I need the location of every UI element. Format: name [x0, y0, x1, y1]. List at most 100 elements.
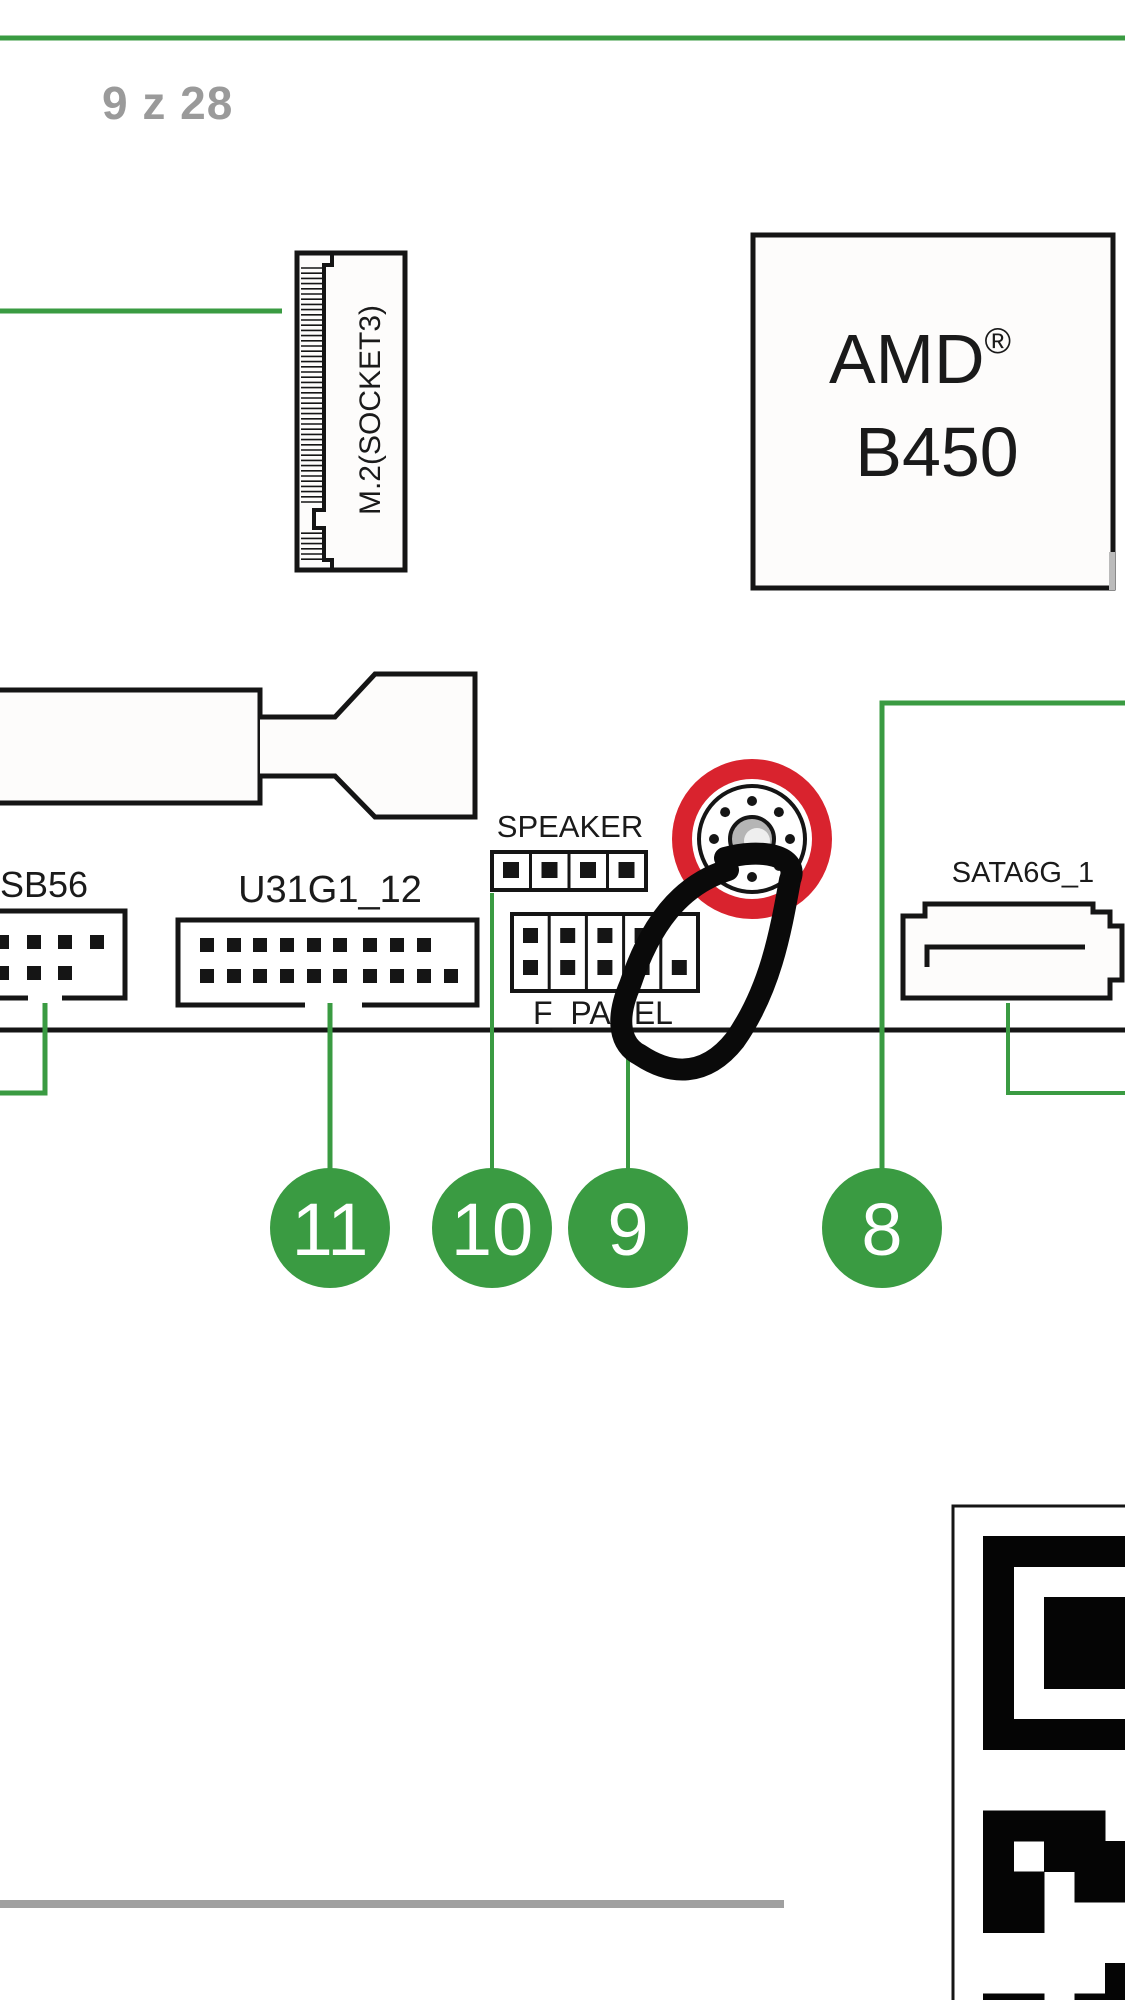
header-pin: [417, 969, 431, 983]
front-panel-label: F_PANEL: [533, 995, 673, 1031]
qr-module: [1074, 1719, 1106, 1750]
header-pin: [523, 928, 538, 943]
header-pin: [27, 966, 41, 980]
hand-drawn-circle-annotation: [610, 842, 803, 1081]
standoff-dot: [747, 796, 757, 806]
header-pin: [58, 935, 72, 949]
qr-module: [1105, 1993, 1125, 2000]
header-pin: [200, 938, 214, 952]
qr-module: [1074, 1627, 1106, 1659]
qr-module: [1105, 1963, 1125, 1994]
qr-module: [1105, 1841, 1125, 1872]
chipset-model: B450: [855, 413, 1018, 491]
header-pin: [90, 935, 104, 949]
qr-module: [1044, 1627, 1075, 1659]
callout-number: 9: [607, 1188, 648, 1271]
qr-module: [1105, 1627, 1125, 1659]
header-pin: [390, 969, 404, 983]
qr-module: [983, 1841, 1014, 1872]
qr-module: [1105, 1536, 1125, 1567]
qr-module: [983, 1688, 1014, 1720]
header-pin: [560, 928, 576, 943]
header-pin: [280, 938, 294, 952]
qr-module: [1044, 1536, 1075, 1567]
qr-module: [1044, 1810, 1075, 1842]
callout-number: 11: [292, 1188, 369, 1271]
chipset-brand: AMD: [829, 320, 985, 398]
callout-number: 8: [861, 1188, 902, 1271]
qr-module: [983, 1871, 1014, 1903]
speaker-header[interactable]: SPEAKER: [490, 809, 648, 892]
header-pin: [541, 862, 558, 878]
pcie-slot-outline: [0, 671, 478, 820]
sata-leader-line: [1006, 1003, 1125, 1095]
m2-socket-label: M.2(SOCKET3): [354, 305, 387, 515]
front-panel-header[interactable]: F_PANEL: [510, 912, 700, 1031]
registered-mark: ®: [985, 320, 1012, 361]
standoff-dot: [747, 872, 757, 882]
qr-module: [1105, 1719, 1125, 1750]
standoff-dot: [720, 807, 731, 818]
callout-badge-9[interactable]: 9: [568, 1168, 688, 1288]
qr-module: [1074, 1810, 1106, 1842]
header-pin: [307, 938, 321, 952]
qr-module: [1074, 1597, 1106, 1628]
callout-badges: 11 10 9 8: [270, 1168, 942, 1288]
qr-module: [1044, 1658, 1075, 1689]
m2-pin-array: [301, 267, 323, 561]
qr-module: [1074, 1993, 1106, 2000]
header-pin: [27, 935, 41, 949]
callout-badge-10[interactable]: 10: [432, 1168, 552, 1288]
qr-module: [983, 1902, 1014, 1933]
horizontal-scrollbar[interactable]: [0, 1900, 784, 1908]
header-pin: [227, 969, 241, 983]
callout-circle: [568, 1168, 688, 1288]
header-pin: [503, 862, 519, 878]
usb-header-sb56[interactable]: SB56: [0, 864, 128, 1001]
header-pin: [253, 938, 267, 952]
callout-circle: [432, 1168, 552, 1288]
usb3-header-label: U31G1_12: [238, 869, 422, 911]
m2-socket[interactable]: M.2(SOCKET3): [294, 250, 408, 573]
callout-badge-8[interactable]: 8: [822, 1168, 942, 1288]
qr-module: [983, 1658, 1014, 1689]
qr-module: [1044, 1841, 1075, 1872]
header-pin: [671, 960, 687, 975]
qr-module: [1105, 1658, 1125, 1689]
svg-text:AMD®: AMD®: [829, 320, 1011, 398]
usb3-header-u31g1-12[interactable]: U31G1_12: [175, 869, 480, 1008]
page-counter: 9 z 28: [102, 77, 234, 129]
header-pin: [333, 938, 347, 952]
callout-number: 10: [451, 1188, 533, 1271]
header-pin: [307, 969, 321, 983]
qr-module: [1074, 1871, 1106, 1903]
qr-module: [1074, 1658, 1106, 1689]
qr-module: [1074, 1536, 1106, 1567]
qr-module: [1105, 1871, 1125, 1903]
qr-module: [1013, 1536, 1045, 1567]
header-pin: [227, 938, 241, 952]
header-pin: [363, 938, 377, 952]
header-pin: [580, 862, 596, 878]
usb-header-sb56-label: SB56: [0, 864, 88, 905]
sata-port-sata6g-1[interactable]: SATA6G_1: [900, 857, 1125, 1001]
qr-module: [1013, 1810, 1045, 1842]
chipset-amd-b450[interactable]: AMD® B450: [750, 232, 1116, 591]
qr-module: [983, 1810, 1014, 1842]
speaker-header-label: SPEAKER: [497, 809, 643, 844]
qr-module: [1044, 1719, 1075, 1750]
qr-module: [983, 1719, 1014, 1750]
qr-module: [983, 1566, 1014, 1598]
header-pin: [280, 969, 294, 983]
qr-module: [983, 1993, 1014, 2000]
header-pin: [0, 935, 9, 949]
qr-code[interactable]: [951, 1504, 1125, 2000]
qr-module: [1044, 1597, 1075, 1628]
header-pin: [363, 969, 377, 983]
sb56-leader-line: [0, 1003, 48, 1096]
callout-8-leader: [879, 700, 1125, 1170]
sata-port-label: SATA6G_1: [952, 857, 1094, 889]
qr-module: [1013, 1871, 1045, 1903]
standoff-dot: [709, 834, 719, 844]
callout-badge-11[interactable]: 11: [270, 1168, 390, 1288]
